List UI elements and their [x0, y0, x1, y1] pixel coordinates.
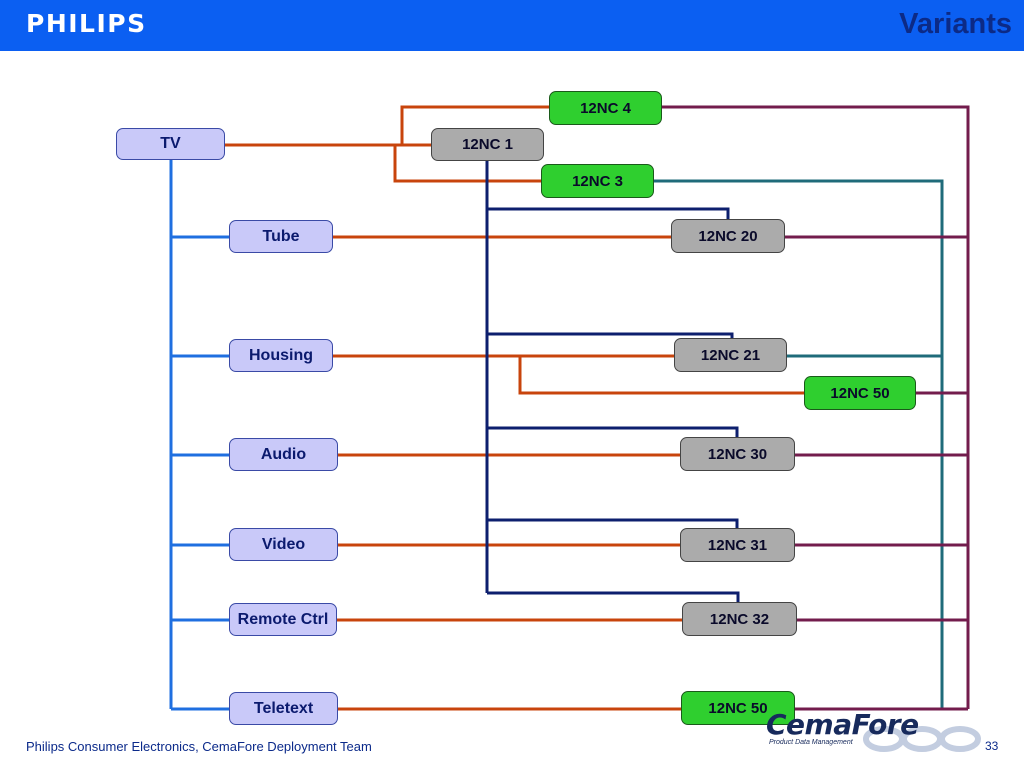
node-12nc-31[interactable]: 12NC 31: [680, 528, 795, 562]
node-tube[interactable]: Tube: [229, 220, 333, 253]
cemafore-rings-icon: [863, 726, 981, 752]
node-audio[interactable]: Audio: [229, 438, 338, 471]
cemafore-subtitle: Product Data Management: [769, 739, 853, 746]
slide-title: Variants: [899, 8, 1012, 40]
node-12nc-20[interactable]: 12NC 20: [671, 219, 785, 253]
node-remote-ctrl[interactable]: Remote Ctrl: [229, 603, 337, 636]
node-12nc-21[interactable]: 12NC 21: [674, 338, 787, 372]
orange-connectors: [225, 105, 804, 711]
footer-text: Philips Consumer Electronics, CemaFore D…: [26, 739, 372, 754]
cemafore-wordmark: CemaFore: [766, 708, 919, 741]
blue-connectors: [169, 160, 229, 711]
node-housing[interactable]: Housing: [229, 339, 333, 372]
cemafore-logo: CemaFore Product Data Management: [766, 706, 986, 758]
header-bar: PHILIPS Variants: [0, 0, 1024, 51]
brand-logo: PHILIPS: [26, 9, 147, 38]
node-12nc-50-housing[interactable]: 12NC 50: [804, 376, 916, 410]
node-12nc-30[interactable]: 12NC 30: [680, 437, 795, 471]
node-12nc-4[interactable]: 12NC 4: [549, 91, 662, 125]
page-number: 33: [985, 739, 999, 753]
node-12nc-50-teletext[interactable]: 12NC 50: [681, 691, 795, 725]
node-12nc-32[interactable]: 12NC 32: [682, 602, 797, 636]
node-video[interactable]: Video: [229, 528, 338, 561]
node-12nc-3[interactable]: 12NC 3: [541, 164, 654, 198]
purple-connectors: [662, 105, 970, 711]
navy-connectors: [485, 160, 740, 602]
node-12nc-1[interactable]: 12NC 1: [431, 128, 544, 161]
node-tv[interactable]: TV: [116, 128, 225, 160]
node-teletext[interactable]: Teletext: [229, 692, 338, 725]
